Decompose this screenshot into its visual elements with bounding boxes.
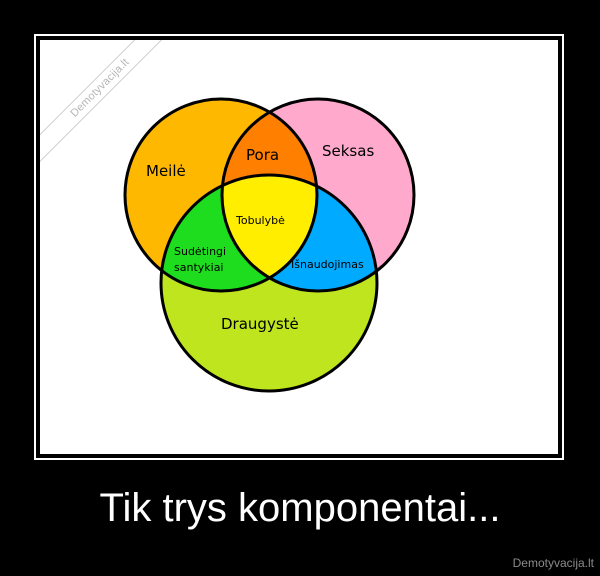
label-tobulybe: Tobulybė [235,214,285,227]
venn-diagram: Meilė Pora Seksas Tobulybė Sudėtingi san… [123,97,416,393]
label-sudetingi-1: Sudėtingi [174,245,226,258]
poster-caption: Tik trys komponentai... [99,486,501,530]
label-draugyste: Draugystė [221,315,299,333]
label-meile: Meilė [146,162,186,180]
label-pora: Pora [246,146,279,164]
poster-frame: Meilė Pora Seksas Tobulybė Sudėtingi san… [34,34,564,460]
poster-image: Meilė Pora Seksas Tobulybė Sudėtingi san… [40,40,558,454]
site-link[interactable]: Demotyvacija.lt [512,556,594,570]
label-seksas: Seksas [322,142,374,160]
label-sudetingi-2: santykiai [174,261,224,274]
label-isnaudojimas: Išnaudojimas [291,258,364,271]
